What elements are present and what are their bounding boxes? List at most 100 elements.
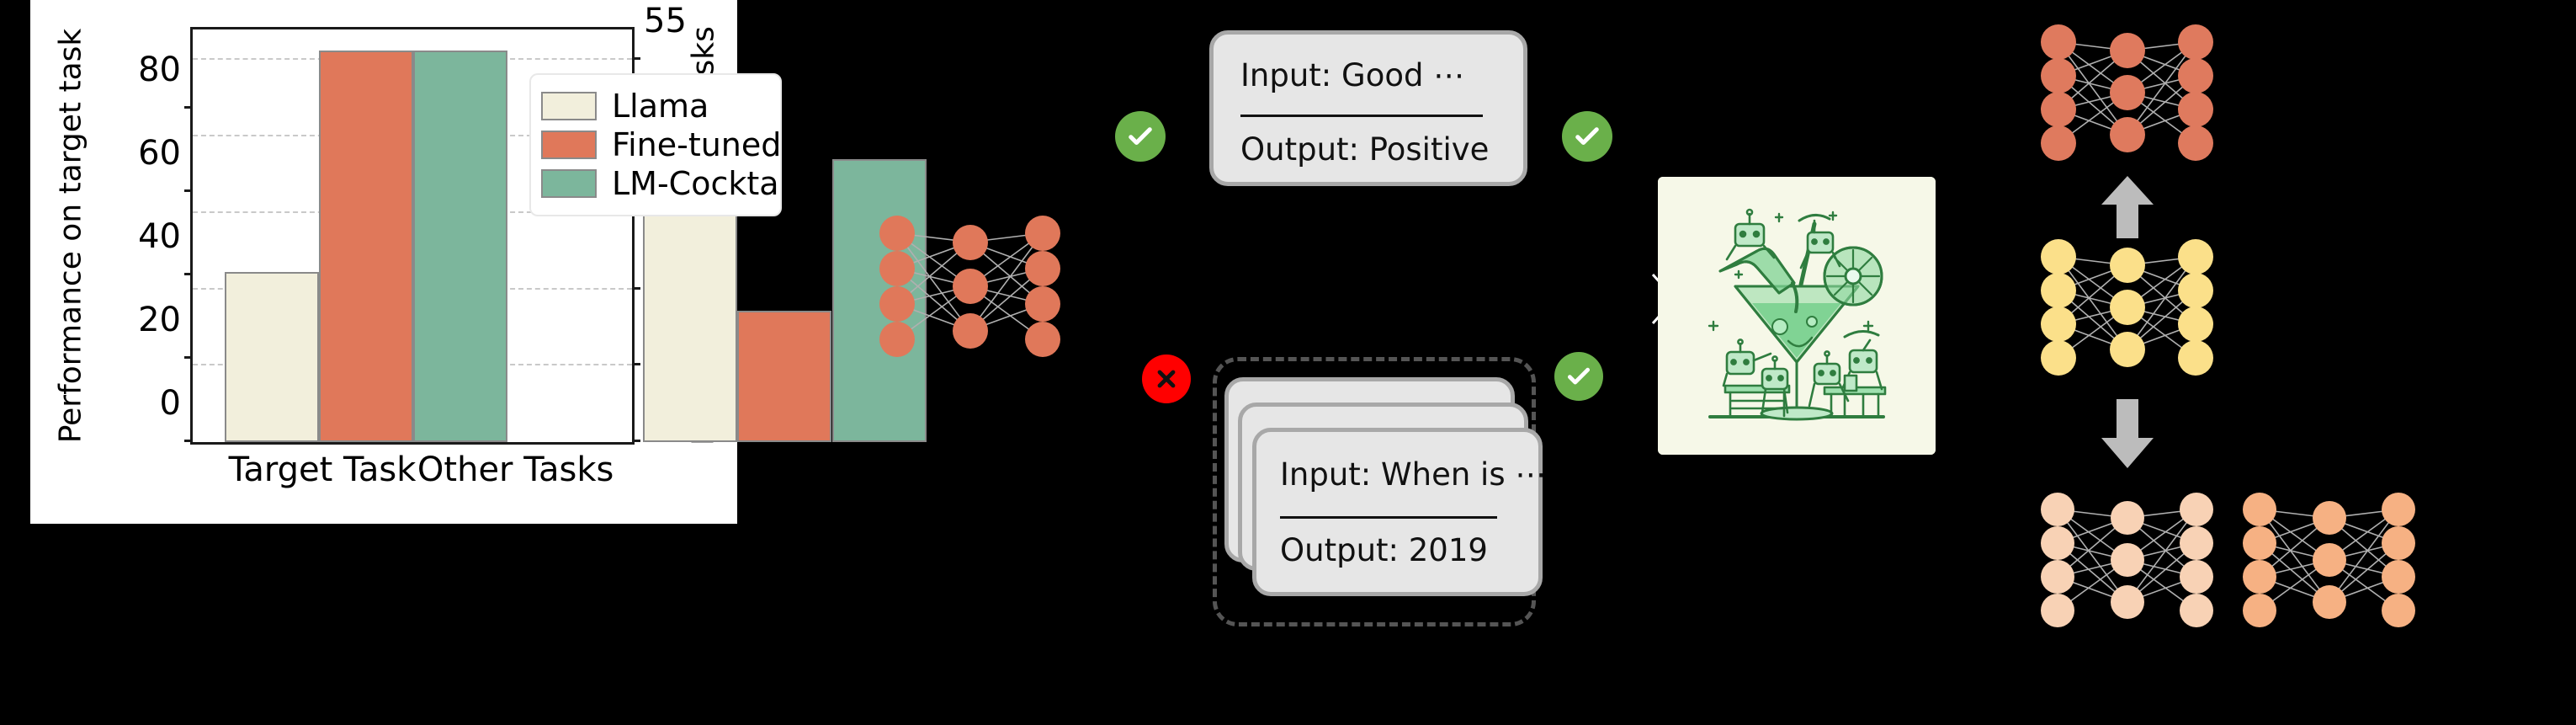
bar-other-llama [643,182,738,442]
fine-tuned-network [2041,8,2213,177]
chart-legend: Llama Fine-tuned LM-Cocktail [529,73,797,216]
base-llama-network [2041,223,2213,392]
network-node [952,269,988,304]
tick-mark [632,363,640,366]
network-node [2180,526,2213,560]
left-tick-40: 40 [138,217,181,257]
check-badge-target-right [1562,111,1612,162]
tick-mark [184,440,193,442]
check-badge-target-left [1115,111,1166,162]
network-node [2041,58,2076,93]
tick-mark [184,189,193,193]
legend-item-llama: Llama [541,90,767,122]
network-node [1025,251,1060,286]
legend-item-finetuned: Fine-tuned [541,129,781,161]
left-tick-60: 60 [138,134,181,173]
network-node [2110,501,2144,535]
legend-label-llama: Llama [612,88,709,125]
network-node [2178,92,2213,127]
network-node [2243,493,2276,526]
tick-mark [184,106,193,109]
network-node [2109,332,2145,367]
network-node [2243,594,2276,627]
network-node [2041,273,2076,308]
left-tick-0: 0 [159,384,181,423]
arrow-down-icon [2098,396,2157,472]
network-node [2178,307,2213,342]
network-node [2041,24,2076,60]
network-node [2178,273,2213,308]
network-node [2110,543,2144,577]
tick-mark [184,273,193,276]
cross-badge-other-left [1142,355,1191,403]
right-tick-55: 55 [644,2,687,41]
network-node [2178,125,2213,161]
network-node [879,286,915,322]
positive-card-input: Input: Good ⋯ [1240,57,1465,93]
tick-mark [632,57,640,61]
network-node [2041,526,2074,560]
xtick-target-task: Target Task [228,450,417,489]
bar-other-finetuned [737,310,832,442]
network-node [2178,58,2213,93]
positive-card-output: Output: Positive [1240,131,1490,168]
bar-target-llama [224,272,319,442]
legend-item-lmcocktail: LM-Cocktail [541,168,797,200]
network-node [2180,493,2213,526]
card-divider [1280,516,1497,519]
plot-area: 0 20 40 60 80 30 35 40 45 50 55 Target T… [138,2,927,489]
network-node [2382,560,2415,594]
network-node [2110,585,2144,619]
network-node [2312,585,2346,619]
network-node [2041,307,2076,342]
legend-label-lmcocktail: LM-Cocktail [612,165,797,202]
network-node [952,312,988,349]
network-node [2180,560,2213,594]
network-node [2109,75,2145,110]
network-node [2180,594,2213,627]
network-node [2109,117,2145,152]
network-node [952,224,988,260]
left-tick-20: 20 [138,301,181,340]
network-node [2312,543,2346,577]
merged-network-b [2243,476,2415,644]
network-node [2382,526,2415,560]
network-node [879,322,915,357]
base-model-network [879,198,1060,375]
network-node [1025,216,1060,251]
legend-swatch-finetuned [541,131,597,159]
merged-network-a [2041,476,2213,644]
network-node [2382,594,2415,627]
network-node [2178,24,2213,60]
left-axis-label: Performance on target task [53,28,88,444]
qa-card-input: Input: When is ⋯ [1280,456,1547,493]
qa-card-output: Output: 2019 [1280,532,1488,568]
network-node [2041,340,2076,376]
left-tick-80: 80 [138,51,181,90]
network-node [2041,92,2076,127]
bar-target-lmcocktail [413,50,508,442]
legend-swatch-llama [541,92,597,120]
card-divider [1240,115,1483,117]
network-node [2178,239,2213,275]
bar-target-finetuned [318,50,414,442]
network-node [2243,560,2276,594]
legend-label-finetuned: Fine-tuned [612,126,782,163]
bar-chart-panel: Performance on target task Performance o… [30,0,927,524]
network-node [2109,290,2145,325]
network-node [2041,594,2074,627]
tick-mark [632,440,640,442]
network-node [2041,493,2074,526]
network-node [2312,501,2346,535]
tick-mark [184,356,193,360]
network-node [879,251,915,286]
positive-example-card: Input: Good ⋯ Output: Positive [1209,30,1527,186]
arrow-up-icon [2098,173,2157,240]
network-node [2041,560,2074,594]
network-node [2109,248,2145,283]
lm-cocktail-illustration [1658,177,1936,455]
legend-swatch-lmcocktail [541,169,597,198]
network-node [2041,125,2076,161]
network-node [2041,239,2076,275]
network-node [2382,493,2415,526]
